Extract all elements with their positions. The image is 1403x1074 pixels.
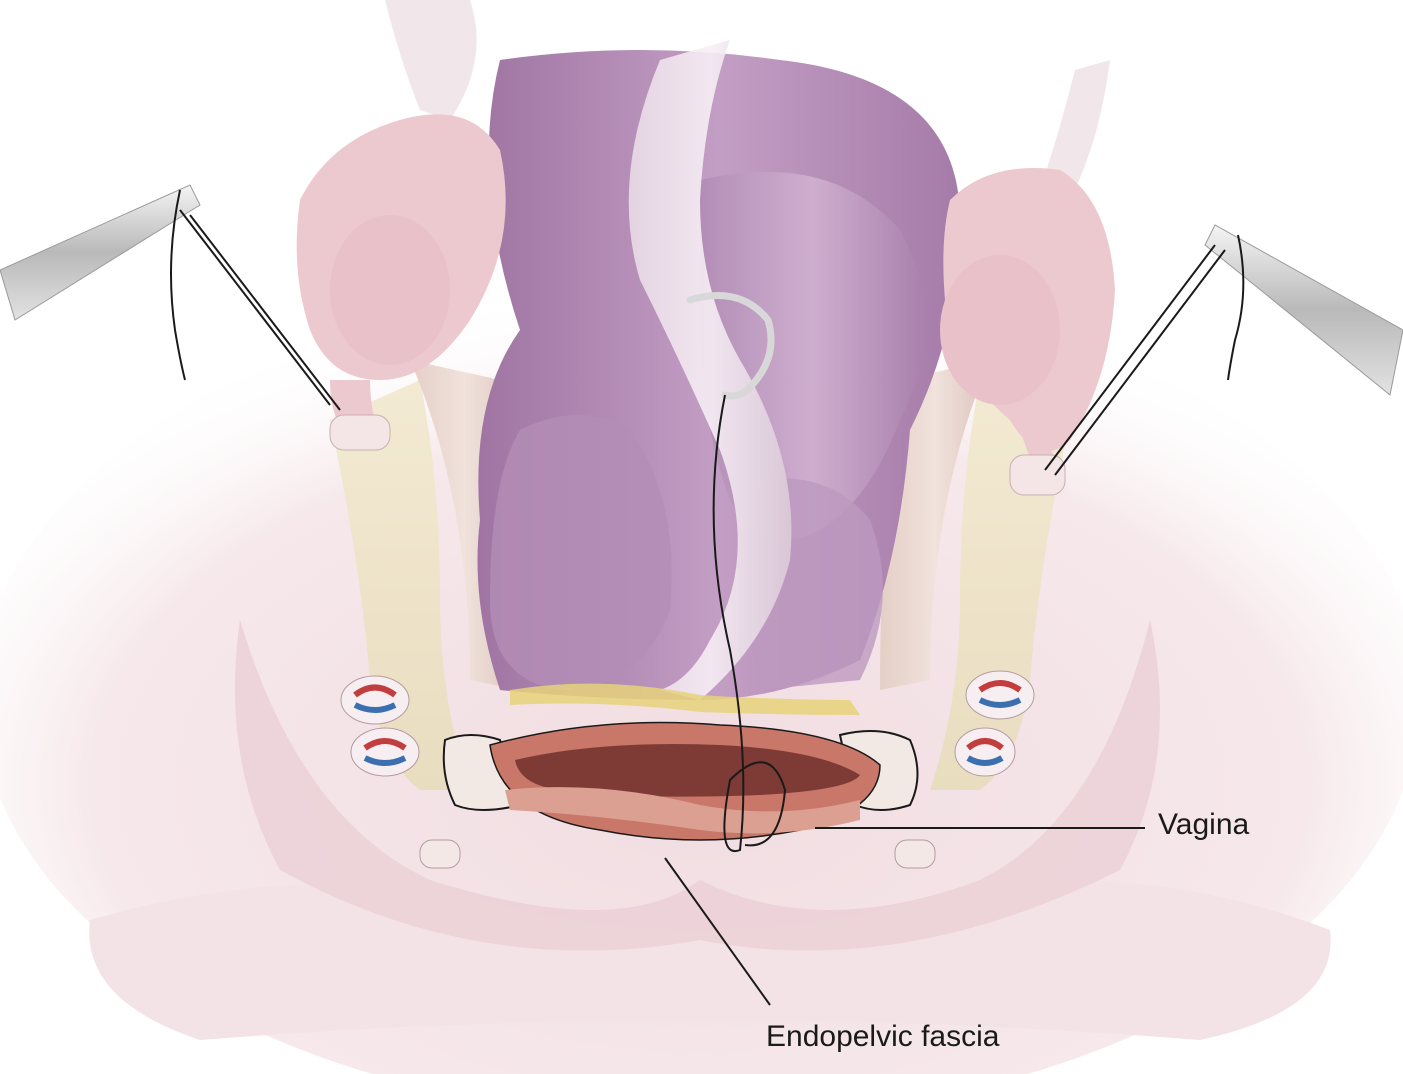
left-ovary-and-tube	[296, 114, 506, 451]
label-vagina: Vagina	[1158, 808, 1250, 841]
right-vessels	[954, 670, 1035, 777]
endopelvic-fascia-leader-line	[664, 857, 771, 1006]
curved-needle-icon	[686, 292, 775, 400]
left-forceps-icon	[0, 184, 341, 411]
label-endopelvic-fascia: Endopelvic fascia	[766, 1020, 1000, 1053]
suture-thread	[712, 394, 787, 853]
ureter-ribbon	[628, 40, 792, 700]
peritoneal-fat-edge	[510, 683, 860, 715]
ovarian-ligaments	[385, 0, 1110, 200]
right-ovary-and-tube	[940, 168, 1115, 496]
right-forceps-icon	[1044, 224, 1403, 476]
left-vessels	[340, 675, 420, 777]
